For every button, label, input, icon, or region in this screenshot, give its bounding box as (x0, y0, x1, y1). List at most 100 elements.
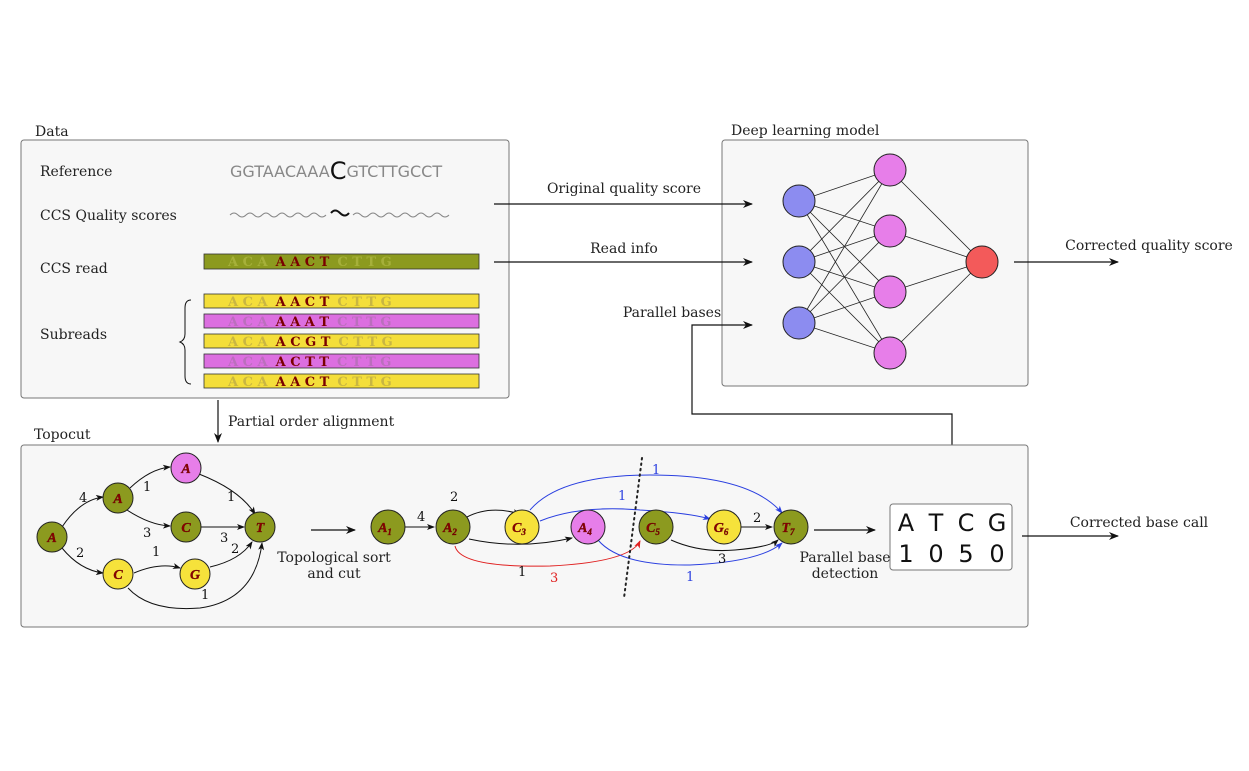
graph1-edge (133, 563, 181, 574)
graph1-node-label: A (46, 531, 56, 546)
graph2-edge (670, 539, 779, 552)
graph1-node (244, 511, 276, 543)
graph2-node-label: A1 (377, 521, 392, 537)
graph1-edge (209, 541, 253, 568)
quality-wave-right (352, 212, 450, 218)
graph1-node (102, 558, 134, 590)
graph1-weight: 3 (220, 531, 228, 546)
graph2-node-label: A2 (442, 521, 457, 537)
graph1-node-label: A (112, 492, 122, 507)
network-edge (889, 169, 983, 263)
hidden-neuron (873, 214, 907, 248)
partial-order-label: Partial order alignment (228, 414, 395, 430)
graph1-weight: 1 (152, 545, 160, 560)
graph2-edge-blue (529, 474, 783, 514)
subread-bar (203, 293, 480, 309)
quality-label: CCS Quality scores (40, 208, 177, 224)
network-nodes (782, 153, 999, 370)
graph2-edge-blue (597, 539, 783, 566)
graph2-node (504, 509, 540, 545)
graph1-weight: 3 (143, 526, 151, 541)
subreads-brace (178, 299, 192, 385)
graph2-node-label: C5 (646, 521, 660, 537)
graph2-weights: 4 2 1 3 1 1 2 3 1 (417, 463, 761, 586)
graph2-node-label: A4 (577, 521, 592, 537)
graph1-weight: 1 (227, 490, 235, 505)
ccs-read-label: CCS read (40, 261, 108, 277)
graph1-node (36, 521, 68, 553)
graph2-edges (405, 474, 783, 567)
quality-wave-left (229, 212, 327, 218)
table-count: 1 (898, 540, 913, 568)
graph2-weight-red: 3 (550, 571, 558, 586)
graph1-node-label: A (180, 462, 190, 477)
graph1-edge (129, 464, 171, 489)
table-count: 0 (989, 540, 1004, 568)
graph2-weight: 1 (518, 565, 526, 580)
parallel-bases-label: Parallel bases (623, 305, 721, 321)
graph2-node-label: C3 (512, 521, 526, 537)
graph1-weight: 2 (76, 546, 84, 561)
output-neuron (965, 245, 999, 279)
table-base: A (898, 509, 915, 537)
graph1-edge (61, 494, 104, 528)
graph2-node-label: G6 (714, 521, 729, 537)
graph1-node (170, 452, 202, 484)
subread-bar (203, 313, 480, 329)
model-panel-title: Deep learning model (731, 123, 880, 139)
table-base: T (928, 509, 944, 537)
input-neuron (782, 184, 816, 218)
quality-wave-highlight (330, 209, 350, 217)
graph1-weight: 1 (143, 480, 151, 495)
hidden-neuron (873, 275, 907, 309)
reference-sequence: GGTAACAAACGTCTTGCCT (230, 157, 442, 185)
hidden-neuron (873, 336, 907, 370)
graph1-node (179, 558, 211, 590)
graph2-weight-blue: 1 (618, 489, 626, 504)
graph2-edge-blue (539, 508, 711, 522)
network-edge (798, 230, 891, 324)
corrected-quality-label: Corrected quality score (1065, 238, 1233, 254)
graph2-node (706, 509, 742, 545)
graph2-weight: 2 (450, 490, 458, 505)
graph1-node-label: C (181, 521, 191, 536)
graph2-weight-blue: 1 (652, 463, 660, 478)
graph1-node (102, 482, 134, 514)
subread-bar (203, 373, 480, 389)
graph1-node-label: C (113, 568, 123, 583)
original-quality-label: Original quality score (547, 181, 701, 197)
read-info-label: Read info (590, 241, 658, 257)
parallel-detection-label-line2: detection (812, 566, 879, 582)
table-count: 0 (928, 540, 943, 568)
graph1-weight: 1 (201, 588, 209, 603)
graph2-node-label: T7 (781, 521, 795, 537)
network-edge (798, 169, 891, 324)
graph2-node (570, 509, 606, 545)
subreads-label: Subreads (40, 327, 107, 343)
parallel-detection-label-line1: Parallel base (799, 550, 890, 566)
graph2-nodes: A1 A2 C3 A4 C5 G6 T7 (370, 509, 809, 545)
table-base: G (988, 509, 1007, 537)
ccs-read-bar (203, 253, 480, 270)
graph1-node (170, 511, 202, 543)
subread-bar (203, 353, 480, 369)
graph2-node (435, 509, 471, 545)
graph2-weight: 4 (417, 510, 425, 525)
table-base: C (958, 509, 975, 537)
topological-sort-label-line1: Topological sort (277, 550, 391, 566)
graph1-edge (126, 509, 171, 529)
network-edge (798, 169, 891, 263)
graph2-weight-blue: 1 (686, 570, 694, 585)
graph2-edge-red (454, 540, 641, 567)
graph2-weight: 2 (753, 511, 761, 526)
graph1-weights: 4 1 1 3 3 2 1 2 1 (76, 480, 239, 603)
